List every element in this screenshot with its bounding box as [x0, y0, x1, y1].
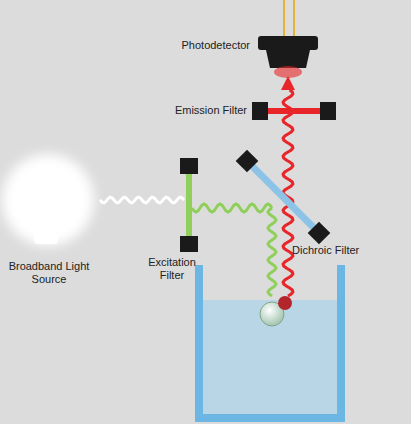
emission-filter — [252, 102, 336, 120]
light-bulb — [2, 154, 94, 246]
part-label: Emission Filter — [160, 104, 247, 117]
photodetector — [258, 0, 318, 78]
part-label: Excitation Filter — [140, 256, 204, 282]
part-label: Photodetector — [160, 39, 250, 52]
excitation-filter — [180, 158, 198, 252]
white-light-wave — [100, 197, 184, 203]
excitation-wave — [268, 208, 276, 296]
part-label: Dichroic Filter — [292, 244, 402, 257]
fluorescent-molecule — [260, 296, 292, 326]
emission-wave — [283, 90, 293, 296]
part-label: Broadband Light Source — [2, 260, 96, 286]
dichroic-filter — [236, 150, 331, 245]
arrow-head — [281, 76, 295, 90]
excitation-wave — [192, 204, 272, 212]
